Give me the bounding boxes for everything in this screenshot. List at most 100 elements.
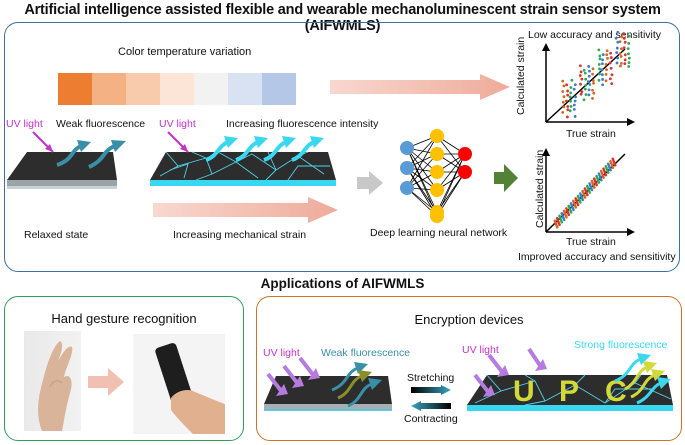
data-point xyxy=(555,225,559,229)
neural-network-caption: Deep learning neural network xyxy=(370,227,508,239)
data-point xyxy=(627,34,631,38)
data-point xyxy=(618,64,622,68)
encrypted-letter: P xyxy=(559,375,579,408)
data-point xyxy=(616,30,620,34)
data-point xyxy=(576,203,580,207)
nn-edge xyxy=(406,135,438,189)
data-point xyxy=(592,81,595,85)
data-point xyxy=(609,56,613,59)
data-point xyxy=(561,79,565,83)
stretch-arrow-icon xyxy=(411,385,451,395)
data-point xyxy=(616,40,620,44)
low-plot-xlabel: True strain xyxy=(566,128,616,140)
data-point xyxy=(622,46,626,50)
nn-node xyxy=(430,147,444,161)
data-point xyxy=(608,77,612,81)
uv-light-label-enc-left: UV light xyxy=(263,347,300,359)
data-point xyxy=(561,110,565,114)
data-point xyxy=(565,83,569,87)
data-point xyxy=(598,54,602,58)
data-point xyxy=(601,62,604,66)
data-point xyxy=(588,69,591,73)
strong-fluorescence-label: Strong fluorescence xyxy=(574,339,668,351)
encryption-film-weak xyxy=(264,356,392,411)
data-point xyxy=(627,56,631,60)
data-point xyxy=(598,72,601,76)
data-point xyxy=(599,178,603,182)
data-point xyxy=(626,47,630,51)
data-point xyxy=(574,95,577,99)
data-point xyxy=(615,51,619,54)
data-point xyxy=(569,99,572,103)
data-point xyxy=(591,97,594,100)
data-point xyxy=(597,181,601,184)
data-point xyxy=(623,62,627,65)
nn-edge xyxy=(436,153,466,191)
system-overview-panel xyxy=(4,22,680,272)
data-point xyxy=(602,176,605,179)
data-point xyxy=(578,74,582,77)
data-point xyxy=(562,218,566,222)
nn-node xyxy=(430,165,444,179)
applications-title: Applications of AIFWMLS xyxy=(260,276,425,291)
data-point xyxy=(604,73,608,76)
data-point xyxy=(586,80,590,84)
data-point xyxy=(627,65,631,68)
hand-gesture-panel xyxy=(4,296,244,441)
neural-network-diagram xyxy=(400,129,472,223)
data-point xyxy=(580,90,584,94)
strong-fluorescence-arrows xyxy=(205,140,315,162)
encrypted-letter: U xyxy=(513,375,535,408)
nn-node xyxy=(400,161,414,175)
nn-node xyxy=(458,165,472,179)
data-point xyxy=(606,171,610,174)
hand-gesture-photo xyxy=(24,331,81,431)
data-point xyxy=(591,72,594,76)
data-point xyxy=(620,47,623,51)
nn-edge xyxy=(406,147,438,191)
data-point xyxy=(586,193,589,197)
data-point xyxy=(591,88,594,92)
data-point xyxy=(570,78,574,82)
flow-arrow-top xyxy=(330,74,510,100)
data-point xyxy=(579,201,582,204)
data-point xyxy=(590,188,594,192)
data-point xyxy=(601,53,605,57)
data-point xyxy=(566,108,570,112)
data-point xyxy=(558,223,561,227)
hand-gesture-title: Hand gesture recognition xyxy=(51,311,197,326)
data-point xyxy=(605,49,609,53)
data-point xyxy=(572,103,576,107)
green-arrow-icon xyxy=(494,164,518,192)
improved-accuracy-plot xyxy=(542,148,635,236)
data-point xyxy=(593,186,596,189)
data-point xyxy=(578,64,582,68)
data-point xyxy=(610,82,614,86)
low-accuracy-plot xyxy=(542,30,635,126)
data-point xyxy=(595,183,598,187)
stretch-contract-arrows xyxy=(411,385,451,411)
data-point xyxy=(572,208,575,212)
nn-edge xyxy=(406,153,438,189)
data-point xyxy=(615,61,619,65)
data-point xyxy=(598,67,601,71)
mechanical-strain-arrow xyxy=(153,197,338,223)
nn-node xyxy=(430,209,444,223)
data-point xyxy=(579,92,583,96)
color-swatch xyxy=(58,73,92,105)
data-point xyxy=(587,88,591,92)
improved-plot-ylabel: Calculated strain xyxy=(534,149,546,228)
nn-edge xyxy=(406,135,438,169)
improved-accuracy-title: Improved accuracy and sensitivity xyxy=(518,251,676,263)
color-swatch xyxy=(92,73,126,105)
data-point xyxy=(587,93,591,97)
data-point xyxy=(619,55,623,58)
data-point xyxy=(561,100,565,104)
stretching-label: Stretching xyxy=(407,372,455,384)
data-point xyxy=(584,93,588,96)
color-swatch xyxy=(126,73,160,105)
mechanical-strain-caption: Increasing mechanical strain xyxy=(173,229,307,241)
data-point xyxy=(605,53,609,57)
nn-node xyxy=(458,147,472,161)
data-point xyxy=(598,57,602,61)
